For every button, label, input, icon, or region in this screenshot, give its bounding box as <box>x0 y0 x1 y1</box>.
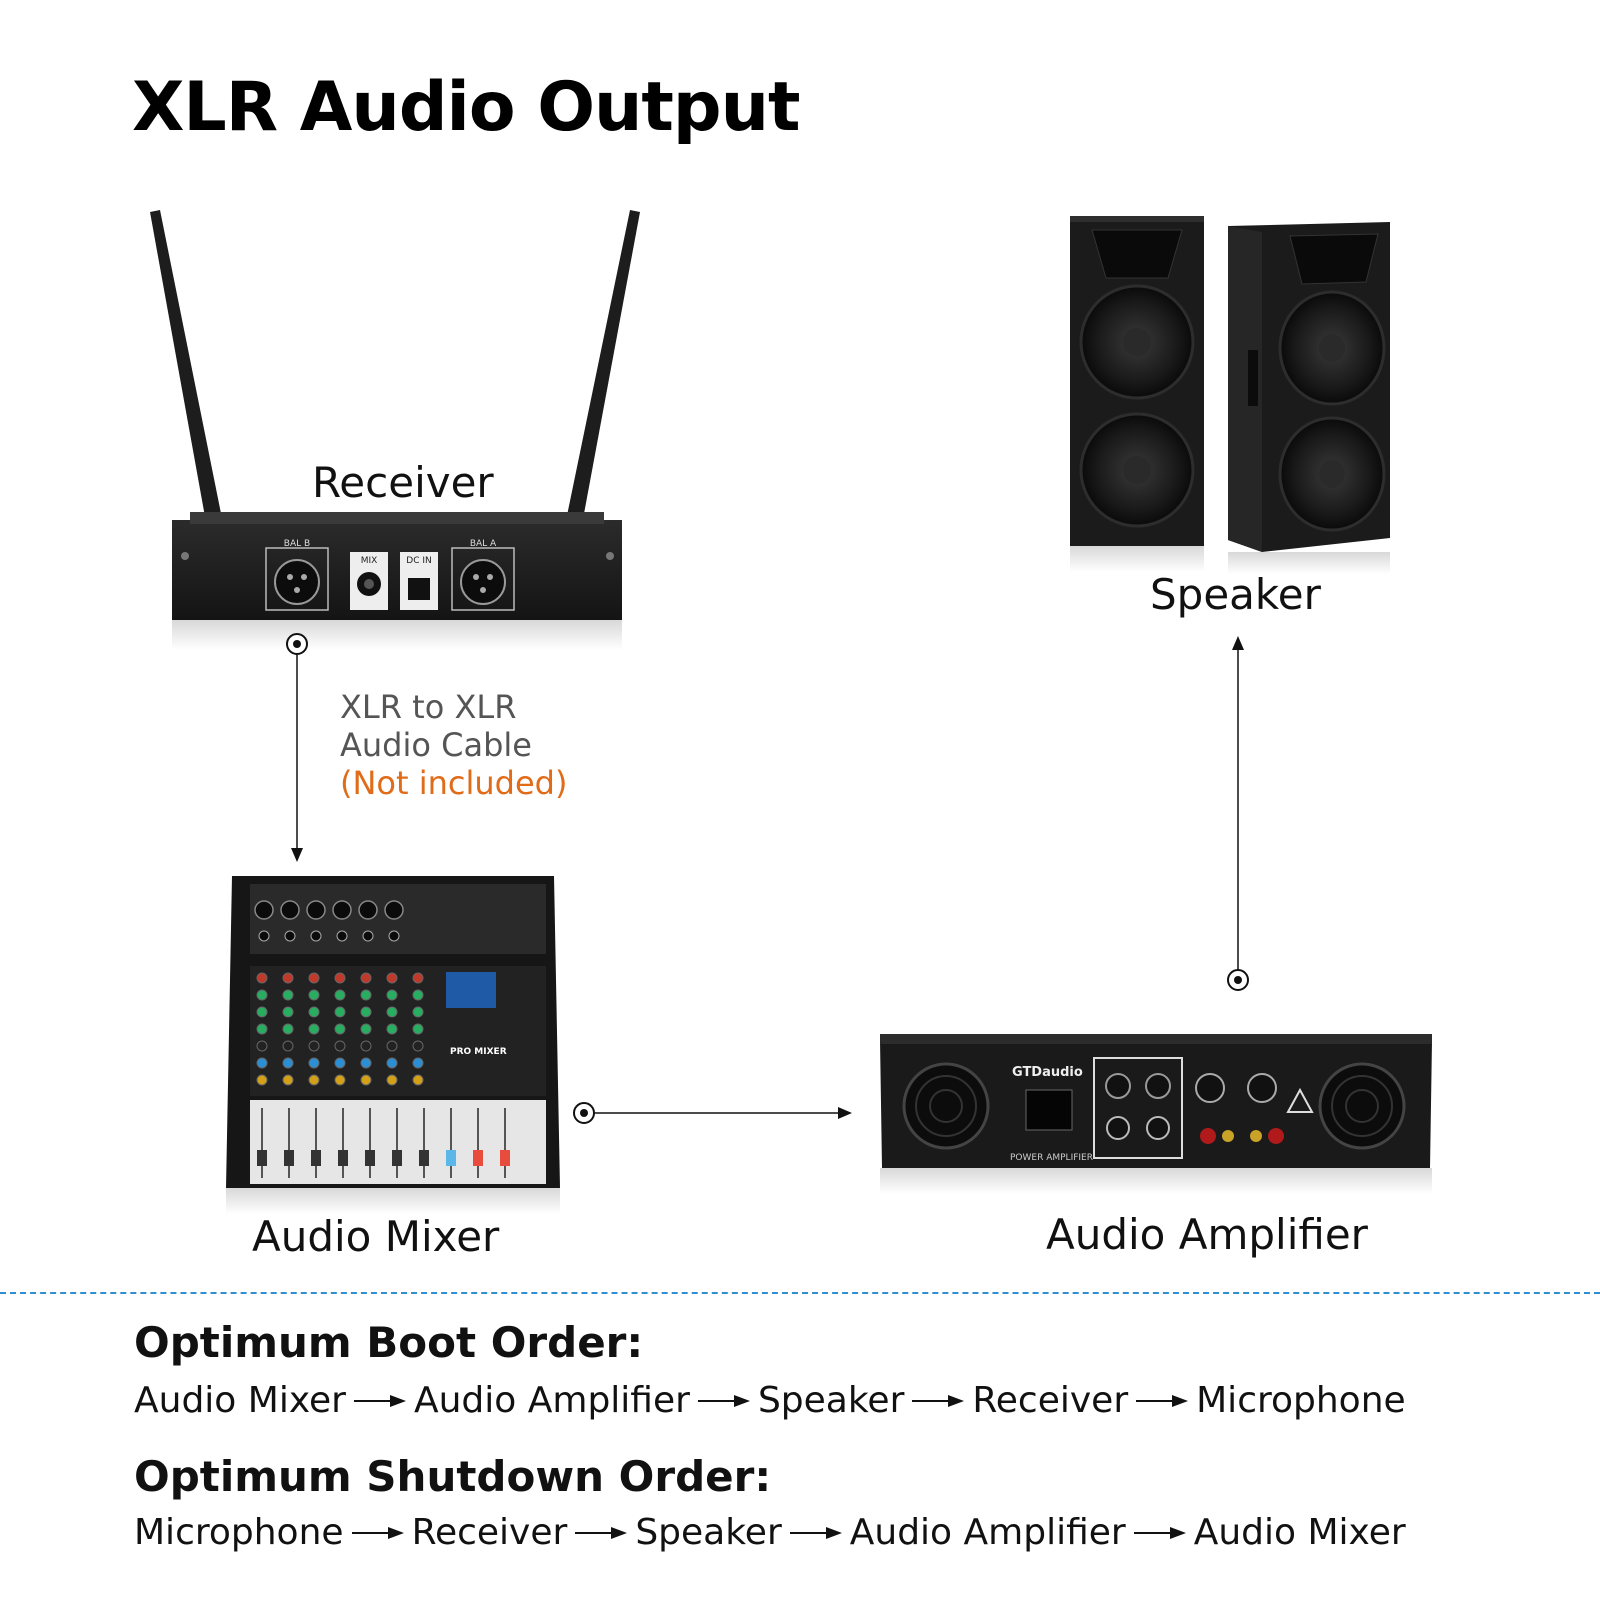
arrow-right-icon <box>1133 1526 1186 1539</box>
amp-brand-label: GTDaudio <box>1012 1065 1083 1080</box>
order-step: Audio Mixer <box>134 1380 346 1421</box>
audio-amplifier-image: GTDaudio POWER AMPLIFIER <box>880 1034 1432 1194</box>
amp-panel-label: POWER AMPLIFIER <box>1010 1153 1093 1163</box>
arrow-right-icon <box>575 1526 628 1539</box>
audio-mixer-label: Audio Mixer <box>252 1212 500 1261</box>
audio-mixer-image: PRO MIXER <box>226 876 560 1214</box>
arrow-right-icon <box>912 1394 965 1407</box>
cable-line-1: XLR to XLR <box>340 688 517 726</box>
order-step: Audio Amplifier <box>849 1512 1126 1553</box>
connector-mixer-to-amplifier <box>573 1102 852 1124</box>
order-step: Audio Mixer <box>1193 1512 1406 1553</box>
boot-order-heading: Optimum Boot Order: <box>134 1318 644 1367</box>
amp-fan-right <box>1318 1062 1406 1150</box>
connector-receiver-to-mixer <box>286 633 308 862</box>
port-label-bal-a: BAL A <box>470 539 497 549</box>
mixer-brand-label: PRO MIXER <box>450 1047 507 1057</box>
arrow-right-icon <box>1136 1394 1189 1407</box>
order-step: Audio Amplifier <box>413 1380 690 1421</box>
order-step: Receiver <box>972 1380 1129 1421</box>
speaker-label: Speaker <box>1150 570 1321 619</box>
speaker-image <box>1070 216 1390 574</box>
arrow-right-icon <box>353 1394 406 1407</box>
receiver-port-bal-a: BAL A <box>451 539 515 611</box>
receiver-label: Receiver <box>312 458 494 507</box>
cable-description: XLR to XLR Audio Cable (Not included) <box>340 688 567 802</box>
boot-order-sequence: Audio Mixer Audio Amplifier Speaker Receive… <box>134 1380 1406 1421</box>
arrow-right-icon <box>351 1526 404 1539</box>
page-title: XLR Audio Output <box>132 68 801 147</box>
order-step: Receiver <box>411 1512 568 1553</box>
arrow-right-icon <box>697 1394 750 1407</box>
cable-note: (Not included) <box>340 764 568 802</box>
receiver-port-dc-in: DC IN <box>400 552 438 610</box>
speaker-left <box>1070 216 1204 572</box>
mixer-faders <box>257 1108 510 1178</box>
mixer-input-sockets <box>254 900 404 942</box>
order-step: Microphone <box>1196 1380 1406 1421</box>
shutdown-order-heading: Optimum Shutdown Order: <box>134 1452 772 1501</box>
receiver-port-mix: MIX <box>350 552 388 610</box>
order-step: Microphone <box>134 1512 344 1553</box>
connector-amplifier-to-speaker <box>1227 636 1249 991</box>
mixer-knobs <box>256 972 424 1086</box>
port-label-bal-b: BAL B <box>284 539 310 549</box>
audio-amplifier-label: Audio Amplifier <box>1046 1210 1368 1259</box>
port-label-dc-in: DC IN <box>406 556 431 566</box>
section-separator <box>0 1292 1600 1294</box>
port-label-mix: MIX <box>361 556 378 566</box>
arrow-right-icon <box>789 1526 842 1539</box>
speaker-right <box>1228 222 1390 574</box>
cable-line-2: Audio Cable <box>340 726 532 764</box>
shutdown-order-sequence: Microphone Receiver Speaker Audio Amplifier… <box>134 1512 1406 1553</box>
amp-fan-left <box>902 1062 990 1150</box>
receiver-port-bal-b: BAL B <box>265 539 329 611</box>
order-step: Speaker <box>635 1512 782 1553</box>
order-step: Speaker <box>757 1380 905 1421</box>
receiver-image: BAL B MIX DC IN BAL A <box>150 210 640 650</box>
